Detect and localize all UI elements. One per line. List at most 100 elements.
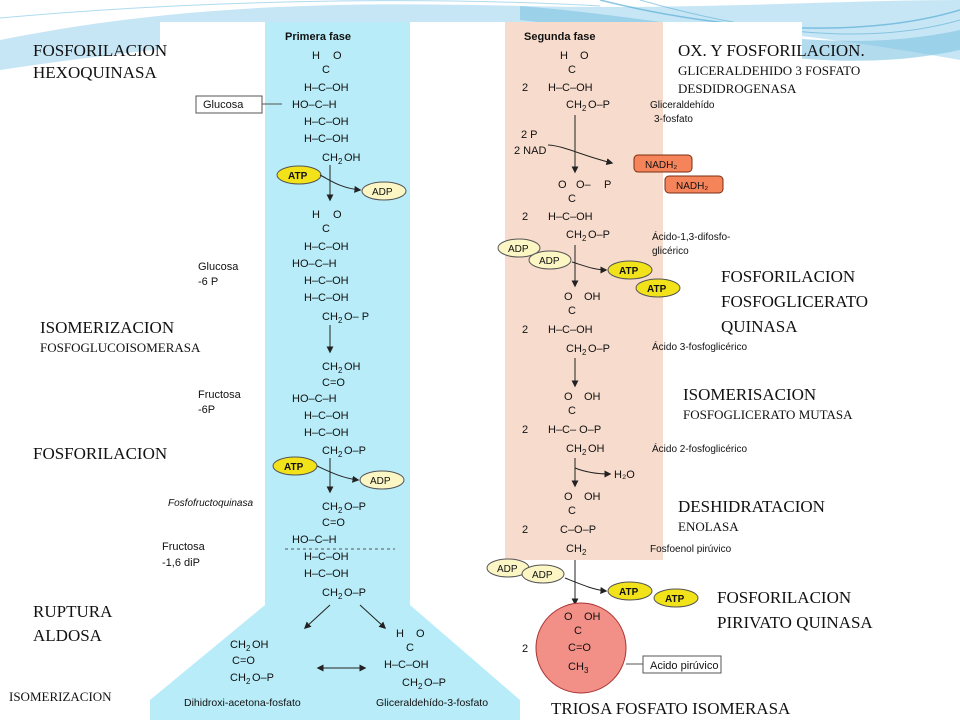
label-fosforilacion-hexoquinasa: FOSFORILACION HEXOQUINASA	[33, 41, 168, 82]
svg-text:ATP: ATP	[647, 284, 667, 295]
svg-text:ADP: ADP	[539, 256, 560, 267]
adp-badge-p2-4	[521, 564, 565, 584]
svg-text:CH: CH	[566, 443, 582, 455]
svg-text:C: C	[322, 64, 330, 76]
svg-text:C=O: C=O	[322, 517, 345, 529]
svg-text:2: 2	[338, 316, 343, 325]
svg-text:O–P: O–P	[588, 343, 610, 355]
svg-text:H–C–OH: H–C–OH	[304, 410, 349, 422]
svg-text:ADP: ADP	[532, 570, 553, 581]
svg-text:2: 2	[522, 524, 528, 536]
svg-text:OH: OH	[584, 291, 601, 303]
atp-badge-p2-3	[607, 581, 653, 601]
svg-text:CH: CH	[322, 152, 338, 164]
svg-text:O: O	[564, 391, 573, 403]
svg-text:ATP: ATP	[284, 462, 304, 473]
svg-text:H–C–OH: H–C–OH	[304, 292, 349, 304]
svg-text:C: C	[574, 625, 582, 637]
svg-text:H–C–OH: H–C–OH	[304, 568, 349, 580]
nadh-box-1	[633, 154, 693, 173]
svg-text:CH: CH	[566, 343, 582, 355]
svg-text:2: 2	[582, 448, 587, 457]
pyruvate-label: Acido pirúvico	[650, 660, 718, 672]
svg-text:ATP: ATP	[288, 171, 308, 182]
svg-text:H–C–OH: H–C–OH	[304, 133, 349, 145]
svg-text:CH: CH	[230, 672, 246, 684]
svg-text:O: O	[333, 50, 342, 62]
svg-text:O–P: O–P	[344, 501, 366, 513]
svg-text:O–P: O–P	[344, 587, 366, 599]
svg-text:3: 3	[584, 666, 589, 675]
svg-text:O–P: O–P	[344, 445, 366, 457]
g3p-phase2-label-1: Gliceraldehído	[650, 100, 715, 111]
svg-text:OH: OH	[344, 152, 361, 164]
svg-text:H: H	[396, 628, 404, 640]
svg-text:P: P	[604, 179, 611, 191]
label-ox-fosforilacion: OX. Y FOSFORILACION. GLICERALDEHIDO 3 FO…	[678, 41, 865, 96]
glucosa6p-label-2: -6 P	[198, 276, 218, 288]
svg-text:2: 2	[522, 424, 528, 436]
svg-text:O: O	[580, 50, 589, 62]
svg-text:ADP: ADP	[372, 187, 393, 198]
svg-text:CH: CH	[566, 229, 582, 241]
svg-text:C: C	[406, 642, 414, 654]
svg-text:2: 2	[582, 234, 587, 243]
fructosa6p-label-1: Fructosa	[198, 389, 242, 401]
svg-text:C–O–P: C–O–P	[560, 524, 596, 536]
svg-text:O: O	[564, 611, 573, 623]
svg-text:H–C–OH: H–C–OH	[304, 427, 349, 439]
label-deshidratacion: DESHIDRATACION ENOLASA	[678, 497, 825, 534]
svg-text:2: 2	[582, 548, 587, 557]
svg-text:HO–C–H: HO–C–H	[292, 258, 337, 270]
glucosa6p-label-1: Glucosa	[198, 261, 239, 273]
svg-text:CH: CH	[322, 445, 338, 457]
svg-text:ADP: ADP	[497, 564, 518, 575]
svg-text:O–P: O–P	[588, 99, 610, 111]
label-isomerisacion-mutasa: ISOMERISACION FOSFOGLICERATO MUTASA	[683, 385, 853, 422]
fructosa16-label-1: Fructosa	[162, 541, 206, 553]
label-fosforilacion-pirivato: FOSFORILACION PIRIVATO QUINASA	[717, 588, 873, 632]
svg-text:CH: CH	[402, 677, 418, 689]
fructosa6p-label-2: -6P	[198, 404, 215, 416]
svg-text:H–C–OH: H–C–OH	[548, 82, 593, 94]
label-isomerizacion-fosfoglucoisomerasa: ISOMERIZACION FOSFOGLUCOISOMERASA	[40, 318, 201, 355]
svg-text:ADP: ADP	[370, 476, 391, 487]
pyruvate-circle	[535, 602, 627, 694]
bpg-label-1: Ácido-1,3-difosfo-	[652, 230, 730, 243]
svg-text:H–C–OH: H–C–OH	[384, 659, 429, 671]
svg-text:2: 2	[522, 643, 528, 655]
pg2-label: Ácido 2-fosfoglicérico	[652, 442, 747, 455]
svg-text:2: 2	[338, 157, 343, 166]
svg-text:C=O: C=O	[322, 377, 345, 389]
svg-text:2: 2	[338, 506, 343, 515]
svg-text:2: 2	[522, 211, 528, 223]
svg-text:ATP: ATP	[619, 266, 639, 277]
svg-text:H–C–OH: H–C–OH	[304, 241, 349, 253]
svg-text:2: 2	[246, 677, 251, 686]
dhap-label: Dihidroxi-acetona-fosfato	[184, 697, 301, 709]
svg-text:O: O	[558, 179, 567, 191]
svg-text:2: 2	[338, 450, 343, 459]
label-triosa: TRIOSA FOSFATO ISOMERASA	[551, 699, 791, 718]
svg-text:O–P: O–P	[424, 677, 446, 689]
svg-text:H: H	[312, 50, 320, 62]
svg-text:2: 2	[338, 592, 343, 601]
svg-text:CH: CH	[322, 501, 338, 513]
svg-text:NADH₂: NADH₂	[676, 181, 708, 192]
svg-text:2: 2	[246, 644, 251, 653]
svg-text:ATP: ATP	[619, 587, 639, 598]
svg-text:OH: OH	[584, 391, 601, 403]
g3p-label-phase1: Gliceraldehído-3-fosfato	[376, 697, 488, 709]
svg-text:CH: CH	[322, 311, 338, 323]
svg-text:2: 2	[522, 324, 528, 336]
svg-text:2: 2	[338, 366, 343, 375]
svg-text:HO–C–H: HO–C–H	[292, 393, 337, 405]
